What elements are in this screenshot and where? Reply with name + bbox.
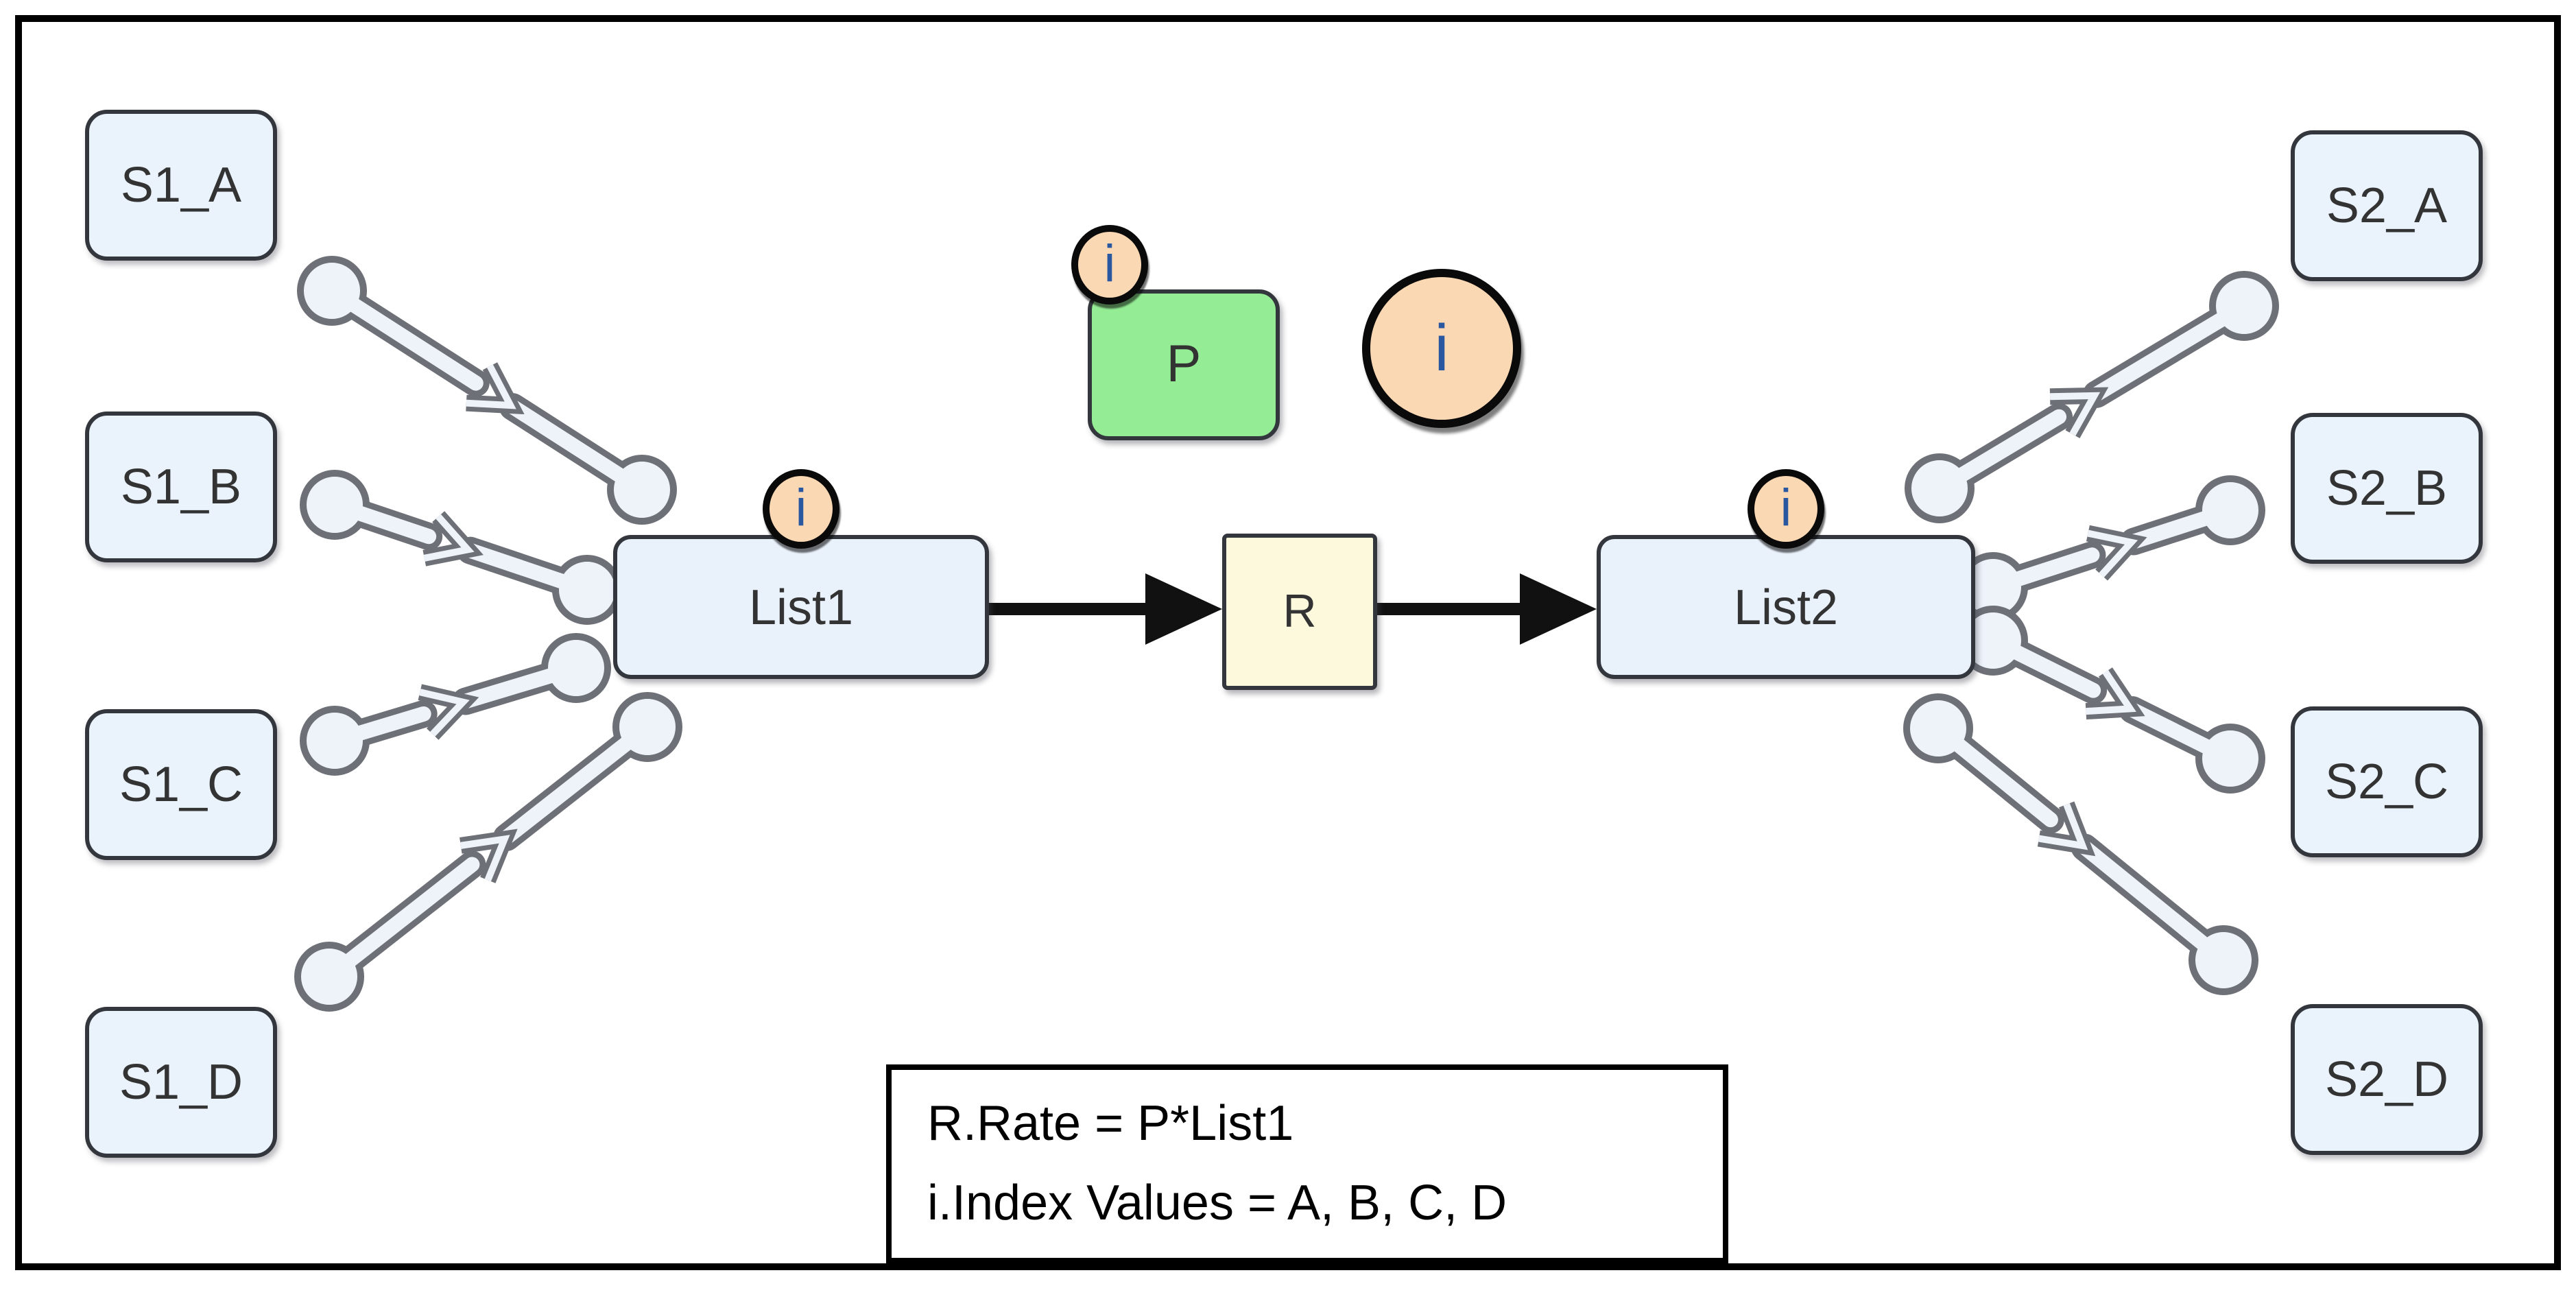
- node-list1-label: List1: [748, 578, 854, 634]
- connector-list2-to-s2c[interactable]: [1958, 606, 2265, 794]
- stock-s1-b-label: S1_B: [120, 458, 242, 514]
- note-box[interactable]: R.Rate = P*List1 i.Index Values = A, B, …: [886, 1064, 1728, 1263]
- stock-s2-a[interactable]: S2_A: [2291, 130, 2483, 281]
- node-rate[interactable]: R: [1222, 534, 1377, 690]
- note-line-2: i.Index Values = A, B, C, D: [927, 1174, 1507, 1230]
- node-list2-label: List2: [1733, 578, 1839, 634]
- node-parameter-label: P: [1166, 335, 1202, 393]
- badge-list1-index[interactable]: i: [763, 469, 839, 549]
- stock-s1-d[interactable]: S1_D: [85, 1007, 277, 1158]
- stock-s2-a-label: S2_A: [2326, 177, 2448, 233]
- diagram-frame: [15, 15, 2561, 1270]
- badge-list2-index-label: i: [1780, 479, 1792, 537]
- flow-arrow-list1-to-r[interactable]: [983, 573, 1222, 645]
- stock-s1-a-label: S1_A: [120, 156, 242, 213]
- stock-s1-a[interactable]: S1_A: [85, 110, 277, 261]
- node-list1[interactable]: List1: [613, 535, 989, 679]
- connector-s1a-to-list1[interactable]: [297, 256, 677, 525]
- stock-s2-b-label: S2_B: [2326, 460, 2448, 516]
- stock-s1-c-label: S1_C: [119, 756, 243, 812]
- badge-parameter-index-label: i: [1104, 235, 1116, 293]
- stock-s1-c[interactable]: S1_C: [85, 709, 277, 860]
- stock-s2-b[interactable]: S2_B: [2291, 413, 2483, 564]
- index-set-circle[interactable]: i: [1362, 269, 1521, 428]
- node-list2[interactable]: List2: [1597, 535, 1975, 679]
- connector-s1c-to-list1[interactable]: [300, 633, 611, 776]
- stock-s2-c-label: S2_C: [2324, 753, 2449, 809]
- stock-s2-d-label: S2_D: [2324, 1051, 2449, 1107]
- stock-s1-d-label: S1_D: [119, 1053, 243, 1110]
- node-parameter[interactable]: P: [1088, 289, 1280, 440]
- connector-list2-to-s2a[interactable]: [1905, 271, 2279, 523]
- stock-s2-d[interactable]: S2_D: [2291, 1004, 2483, 1155]
- stock-s2-c[interactable]: S2_C: [2291, 706, 2483, 857]
- node-rate-label: R: [1283, 585, 1317, 637]
- connector-s1d-to-list1[interactable]: [294, 692, 682, 1012]
- badge-parameter-index[interactable]: i: [1071, 225, 1148, 305]
- badge-list1-index-label: i: [795, 479, 807, 537]
- connector-list2-to-s2b[interactable]: [1958, 475, 2265, 622]
- stock-s1-b[interactable]: S1_B: [85, 412, 277, 562]
- connector-list2-to-s2d[interactable]: [1903, 693, 2258, 995]
- flow-arrow-r-to-list2[interactable]: [1371, 573, 1597, 645]
- connector-s1b-to-list1[interactable]: [300, 470, 622, 625]
- badge-list2-index[interactable]: i: [1748, 469, 1824, 549]
- index-set-circle-label: i: [1434, 312, 1449, 385]
- note-line-1: R.Rate = P*List1: [927, 1095, 1294, 1151]
